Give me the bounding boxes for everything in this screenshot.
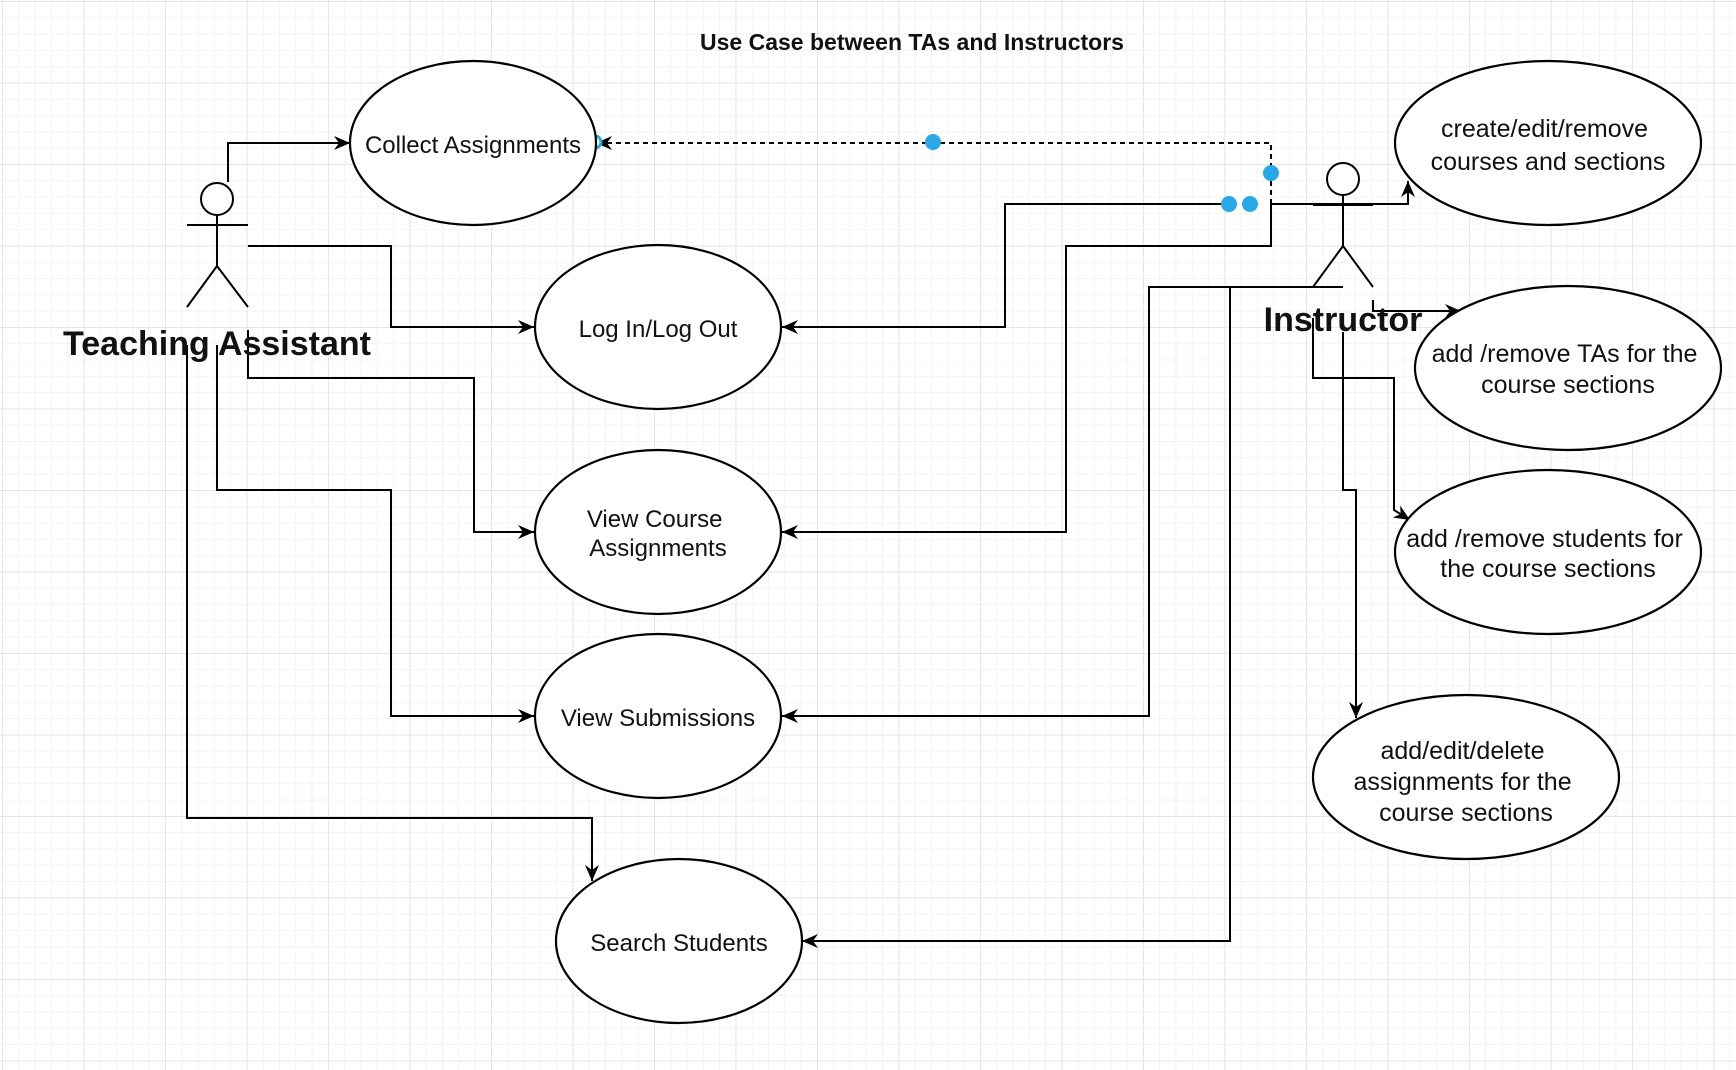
use-case-label: create/edit/remove courses and sections bbox=[1431, 115, 1666, 176]
use-case-manage-tas[interactable] bbox=[1413, 284, 1723, 452]
edge-instructor-collect[interactable] bbox=[596, 136, 1272, 204]
use-case-label: add /remove students for the course sect… bbox=[1406, 525, 1690, 583]
use-case-label: add/edit/delete assignments for the cour… bbox=[1353, 737, 1578, 827]
edge-waypoint-handle[interactable] bbox=[1221, 196, 1237, 212]
edge-ta-collect[interactable] bbox=[227, 136, 350, 182]
use-case-view-submissions[interactable] bbox=[533, 632, 783, 800]
use-case-collect-assignments[interactable] bbox=[348, 59, 598, 227]
use-case-manage-assignments[interactable] bbox=[1311, 693, 1621, 861]
use-case-label: View Submissions bbox=[561, 705, 755, 732]
actor-head-icon bbox=[200, 182, 234, 216]
actor-label: Teaching Assistant bbox=[63, 325, 371, 363]
association-edges bbox=[186, 136, 1461, 948]
edge-instructor-viewsub[interactable] bbox=[782, 286, 1343, 723]
selection-handles[interactable] bbox=[587, 134, 1279, 212]
edge-instructor-tas[interactable] bbox=[1372, 300, 1461, 318]
edge-ta-viewcourse[interactable] bbox=[247, 330, 534, 539]
actor-label: Instructor bbox=[1264, 301, 1423, 339]
use-case-label: Log In/Log Out bbox=[579, 316, 738, 343]
use-case-label: View Course Assignments bbox=[587, 506, 729, 562]
use-case-label: Search Students bbox=[590, 930, 767, 957]
edge-instructor-login[interactable] bbox=[782, 203, 1222, 334]
edge-instructor-students[interactable] bbox=[1312, 318, 1411, 521]
actor-teaching-assistant[interactable]: Teaching Assistant bbox=[63, 182, 371, 363]
use-case-manage-students[interactable] bbox=[1393, 468, 1703, 636]
edge-ta-viewsub[interactable] bbox=[216, 345, 534, 723]
use-case-view-course-assignments[interactable] bbox=[533, 448, 783, 616]
actor-head-icon bbox=[1326, 162, 1360, 196]
edge-waypoint-handle[interactable] bbox=[1242, 196, 1258, 212]
use-case-ovals bbox=[348, 59, 1723, 1025]
diagram-title: Use Case between TAs and Instructors bbox=[700, 29, 1124, 55]
use-case-search-students[interactable] bbox=[554, 857, 804, 1025]
use-case-labels: Collect Assignments Log In/Log Out View … bbox=[365, 115, 1705, 957]
use-case-manage-courses[interactable] bbox=[1393, 59, 1703, 227]
use-case-label: add /remove TAs for the course sections bbox=[1432, 340, 1705, 399]
edge-ta-search[interactable] bbox=[186, 345, 599, 881]
edge-instructor-assign[interactable] bbox=[1342, 332, 1363, 718]
actor-body-icon bbox=[186, 215, 249, 308]
edge-ta-login[interactable] bbox=[248, 245, 534, 334]
edge-instructor-viewcourse[interactable] bbox=[782, 204, 1272, 539]
use-case-log-in-out[interactable] bbox=[533, 243, 783, 411]
actor-body-icon bbox=[1312, 195, 1374, 288]
edge-midpoint-handle[interactable] bbox=[925, 134, 941, 150]
use-case-label: Collect Assignments bbox=[365, 132, 581, 159]
actor-instructor[interactable]: Instructor bbox=[1264, 162, 1423, 339]
edge-instructor-search[interactable] bbox=[802, 286, 1311, 948]
edge-waypoint-handle[interactable] bbox=[1263, 165, 1279, 181]
